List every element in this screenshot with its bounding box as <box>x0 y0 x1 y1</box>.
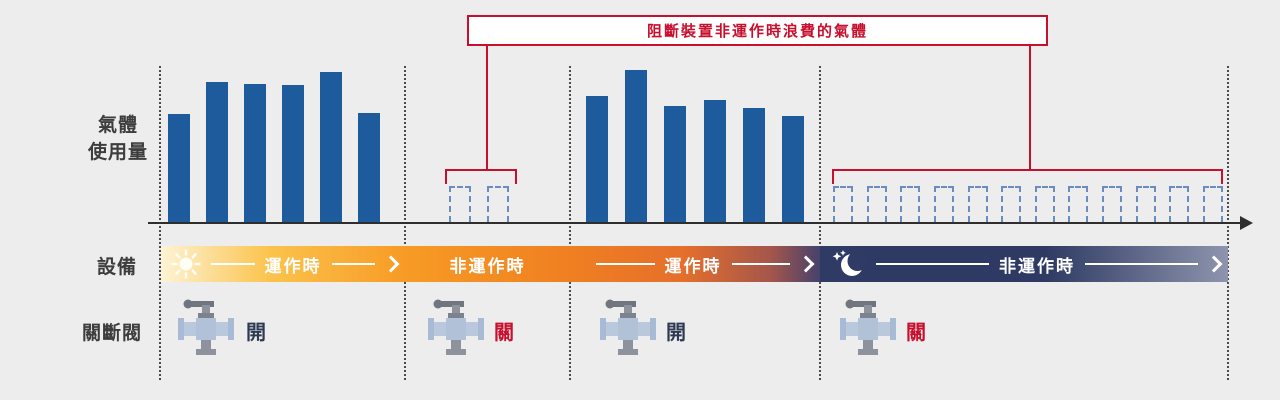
callout-box: 阻斷裝置非運作時浪費的氣體 <box>467 15 1048 46</box>
arrow-shaft <box>731 263 790 265</box>
valve-glyph <box>178 299 234 355</box>
arrow-shaft <box>331 263 375 265</box>
arrow-shaft <box>211 263 255 265</box>
arrow-head-icon <box>382 255 400 273</box>
shutoff-valve-icon-4 <box>840 297 896 364</box>
equipment-row-label: 設備 <box>97 257 138 278</box>
operating-usage-bar <box>168 114 190 222</box>
operating-usage-bar <box>244 84 266 222</box>
time-axis-arrowhead <box>1240 216 1253 230</box>
usage-bars-operating-1 <box>168 62 380 222</box>
standby-usage-bar <box>900 186 921 222</box>
shutoff-valve-icon-2 <box>428 297 484 364</box>
shutoff-valve-icon-1 <box>178 297 234 364</box>
operating-usage-bar <box>206 82 228 222</box>
sun-icon <box>171 249 201 279</box>
standby-usage-bar <box>1068 186 1089 222</box>
standby-usage-bar <box>1001 186 1022 222</box>
callout-text: 阻斷裝置非運作時浪費的氣體 <box>646 23 868 40</box>
standby-usage-bar <box>1034 186 1055 222</box>
y-axis-label-line1: 氣體 <box>97 115 138 136</box>
arrow-shaft <box>596 263 655 265</box>
valve-state-label-3: 開 <box>666 322 687 344</box>
arrow-shaft <box>876 263 989 265</box>
valve-state-label-2: 關 <box>494 322 515 344</box>
standby-usage-bar <box>449 186 471 222</box>
arrow-head-icon <box>1205 255 1223 273</box>
standby-usage-bar <box>833 186 853 222</box>
moon-stars-icon <box>832 250 866 276</box>
standby-usage-bar <box>1169 186 1190 222</box>
standby-usage-bar <box>487 186 509 222</box>
operating-usage-bar <box>586 96 608 222</box>
standby-usage-bar <box>866 186 887 222</box>
usage-bars-operating-2 <box>586 62 804 222</box>
standby-usage-bar <box>967 186 988 222</box>
segment-label: 非運作時 <box>449 256 526 276</box>
arrow-shaft <box>1085 263 1198 265</box>
segment-label: 非運作時 <box>999 256 1075 276</box>
valve-glyph <box>600 299 656 355</box>
valve-glyph <box>840 299 896 355</box>
operating-usage-bar <box>282 85 304 222</box>
valve-glyph <box>428 299 484 355</box>
operating-usage-bar <box>664 106 687 222</box>
valve-state-label-1: 開 <box>246 322 267 344</box>
y-axis-label: 氣體 使用量 <box>86 112 150 166</box>
time-axis <box>148 222 1242 224</box>
timeline-segment-standby-2: 非運作時 <box>820 246 1228 282</box>
segment-label: 運作時 <box>264 256 322 276</box>
standby-usage-bar <box>1135 186 1156 222</box>
standby-usage-bar <box>1202 186 1223 222</box>
operating-usage-bar <box>358 113 380 222</box>
operating-usage-bar <box>320 72 342 222</box>
operating-usage-bar <box>703 100 726 222</box>
timeline-segment-operating-1: 運作時 <box>161 246 405 282</box>
usage-bars-standby-1 <box>449 62 509 222</box>
y-axis-label-line2: 使用量 <box>87 142 148 163</box>
operating-usage-bar <box>742 108 765 222</box>
shutoff-valve-icon-3 <box>600 297 656 364</box>
standby-usage-bar <box>933 186 954 222</box>
timeline-segment-operating-2: 運作時 <box>570 246 820 282</box>
timeline-segment-standby-1: 非運作時 <box>405 246 570 282</box>
arrow-head-icon <box>797 255 815 273</box>
usage-bars-standby-2 <box>833 62 1223 222</box>
segment-label: 運作時 <box>664 256 722 276</box>
operating-usage-bar <box>781 116 804 222</box>
valve-state-label-4: 關 <box>906 322 927 344</box>
standby-usage-bar <box>1102 186 1122 222</box>
operating-usage-bar <box>625 70 648 222</box>
valve-row-label: 關斷閥 <box>82 323 143 344</box>
